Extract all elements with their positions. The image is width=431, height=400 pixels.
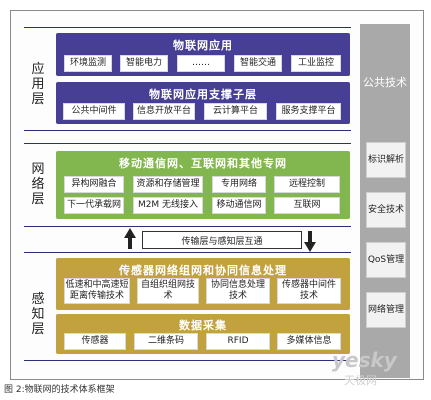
network-layer-band — [24, 143, 351, 227]
network-item: 异构网融合 — [64, 176, 124, 193]
application-support-item: 信息开放平台 — [133, 103, 195, 120]
network-panel: 移动通信网、互联网和其他专网 异构网融合 资源和存储管理 专用网络 远程控制 下… — [56, 151, 350, 219]
data-collection-panel: 数据采集 传感器 二维条码 RFID 多媒体信息 — [56, 314, 350, 354]
application-support-item: 服务支撑平台 — [276, 103, 341, 120]
network-title: 移动通信网、互联网和其他专网 — [119, 157, 287, 170]
application-support-item: 公共中间件 — [63, 103, 125, 120]
network-layer-label: 网络层 — [31, 162, 45, 207]
network-item: 专用网络 — [212, 176, 266, 193]
public-technology-column: 公共技术 标识解析 安全技术 QoS管理 网络管理 — [360, 24, 410, 378]
network-item: 资源和存储管理 — [133, 176, 203, 193]
data-collection-item: RFID — [206, 333, 270, 350]
data-collection-item: 多媒体信息 — [277, 333, 341, 350]
data-collection-item: 二维条码 — [134, 333, 198, 350]
application-item: …… — [177, 55, 225, 72]
watermark-sub: 天极网 — [344, 374, 377, 387]
application-item: 智能交通 — [234, 55, 282, 72]
application-support-item: 云计算平台 — [204, 103, 267, 120]
network-item: M2M 无线接入 — [133, 197, 203, 214]
sensor-network-item: 自组织组网技术 — [137, 278, 199, 304]
application-panel: 物联网应用 环境监测 智能电力 …… 智能交通 工业监控 — [56, 33, 350, 76]
sensor-network-panel: 传感器网络组网和协同信息处理 低速和中高速短距离传输技术 自组织组网技术 协同信… — [56, 258, 350, 310]
application-support-panel: 物联网应用支撑子层 公共中间件 信息开放平台 云计算平台 服务支撑平台 — [56, 82, 350, 124]
network-item: 互联网 — [274, 197, 340, 214]
sensor-network-item: 传感器中间件技术 — [277, 278, 341, 304]
public-technology-title: 公共技术 — [363, 76, 407, 89]
application-item: 环境监测 — [64, 55, 112, 72]
sensor-network-item: 低速和中高速短距离传输技术 — [64, 278, 130, 304]
transport-perception-connector: 传输层与感知层互通 — [142, 231, 302, 249]
public-technology-item: 安全技术 — [366, 192, 406, 228]
sensor-network-title: 传感器网络组网和协同信息处理 — [119, 264, 287, 277]
perception-layer-band — [24, 252, 351, 361]
data-collection-title: 数据采集 — [179, 319, 227, 332]
network-item: 远程控制 — [274, 176, 340, 193]
application-item: 智能电力 — [120, 55, 168, 72]
public-technology-item: QoS管理 — [366, 242, 406, 278]
sensor-network-item: 协同信息处理技术 — [206, 278, 270, 304]
perception-layer-label: 感知层 — [31, 292, 45, 337]
figure-caption: 图 2:物联网的技术体系框架 — [4, 385, 115, 395]
application-title: 物联网应用 — [173, 39, 233, 52]
application-support-title: 物联网应用支撑子层 — [149, 88, 257, 101]
watermark-logo: yesky — [332, 348, 397, 372]
application-layer-label: 应用层 — [31, 62, 45, 107]
application-item: 工业监控 — [291, 55, 341, 72]
data-collection-item: 传感器 — [64, 333, 126, 350]
application-layer-band — [24, 27, 351, 131]
network-item: 移动通信网 — [212, 197, 266, 214]
public-technology-item: 网络管理 — [366, 292, 406, 328]
public-technology-item: 标识解析 — [366, 142, 406, 178]
network-item: 下一代承载网 — [64, 197, 124, 214]
